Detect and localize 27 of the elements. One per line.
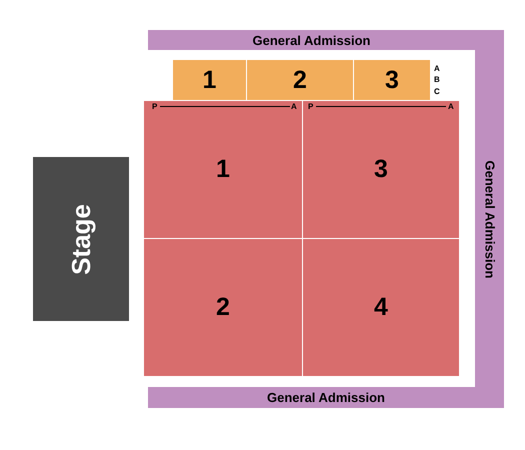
- general-admission-area: [148, 30, 475, 50]
- section-number: 1: [202, 66, 216, 94]
- seating-section: [247, 60, 353, 100]
- section-number: 3: [374, 155, 388, 184]
- area-label: General Admission: [482, 160, 497, 278]
- row-letter: P: [152, 102, 158, 111]
- row-letter: A: [291, 102, 297, 111]
- seating-section: [173, 60, 246, 100]
- seating-section: [354, 60, 430, 100]
- section-number: 4: [374, 293, 388, 322]
- floor-section: [303, 101, 459, 238]
- area-label: General Admission: [267, 390, 385, 405]
- stage-block: [33, 157, 129, 321]
- stage-label: Stage: [66, 204, 96, 274]
- area-label: General Admission: [252, 32, 370, 48]
- row-letter: A: [448, 102, 454, 111]
- row-letter: A: [434, 64, 440, 73]
- floor-section: [303, 239, 459, 376]
- row-letter: B: [434, 75, 440, 84]
- section-number: 3: [385, 66, 399, 94]
- section-number: 2: [293, 66, 307, 94]
- floor-section: [144, 239, 302, 376]
- section-number: 2: [216, 293, 230, 322]
- section-number: 1: [216, 155, 230, 184]
- floor-section: [144, 101, 302, 238]
- row-letter: P: [308, 102, 314, 111]
- row-letter: C: [434, 87, 440, 96]
